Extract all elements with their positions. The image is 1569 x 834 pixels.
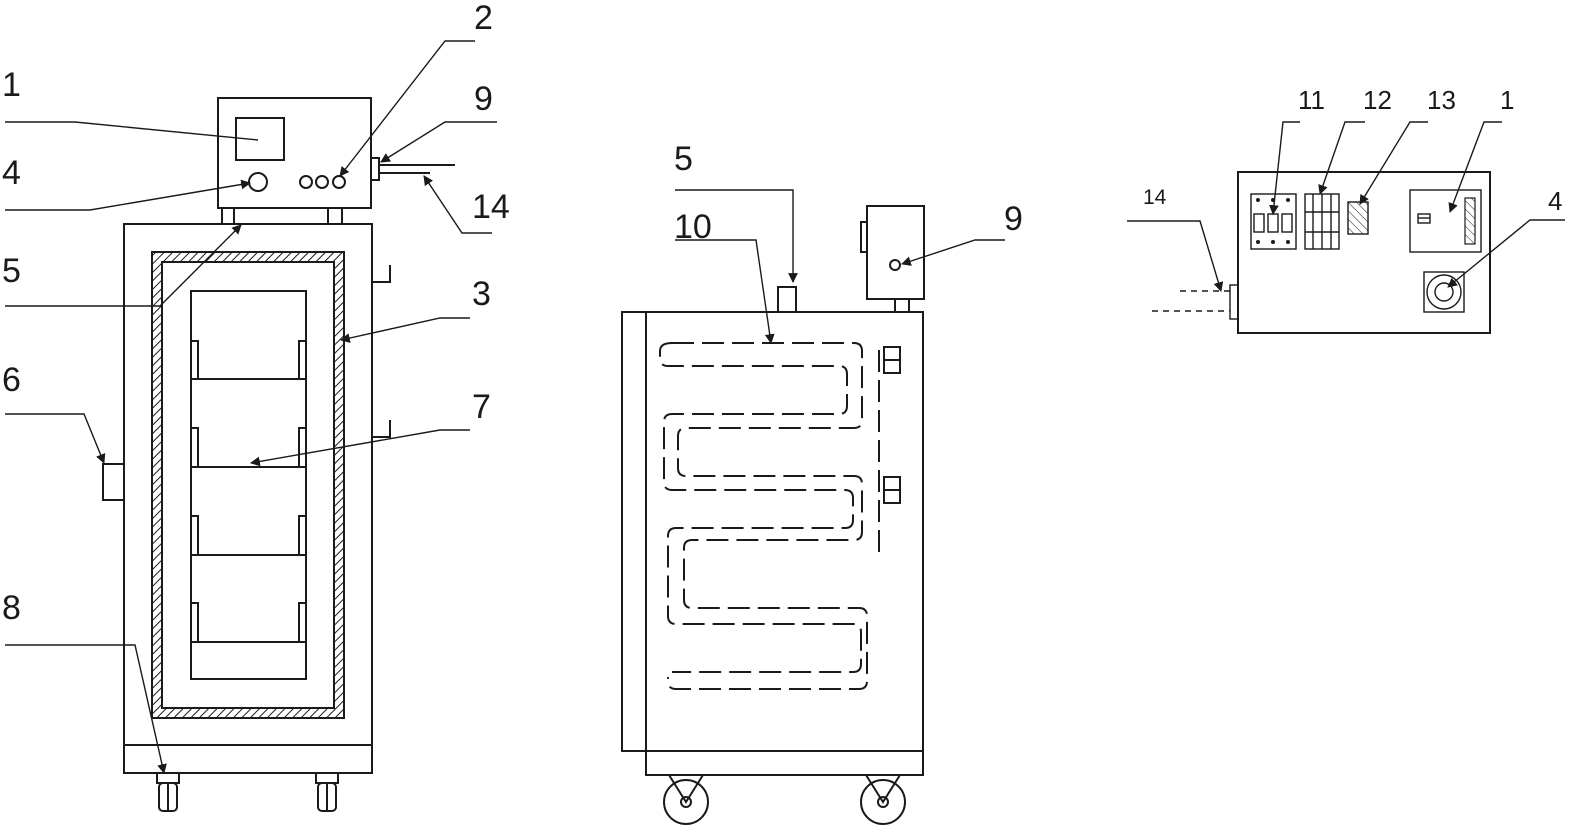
main-knob [248, 172, 268, 192]
label-3: 3 [472, 275, 491, 313]
control-box-side [866, 205, 925, 300]
front-view: 1 2 4 9 14 5 3 6 7 8 [2, 0, 510, 812]
knob-housing [1423, 271, 1465, 313]
cable-gland [1229, 284, 1239, 320]
leader-line [5, 644, 167, 774]
indicator-light [315, 175, 329, 189]
leader-line [5, 413, 106, 464]
hinge [372, 420, 391, 438]
leader-line [1448, 121, 1502, 213]
label-14: 14 [472, 188, 510, 226]
label-13: 13 [1427, 85, 1456, 115]
cable-port [889, 259, 901, 271]
label-5: 5 [674, 140, 693, 178]
cabinet-side [645, 311, 924, 752]
caster-wheel [156, 772, 180, 812]
leader-line [1269, 121, 1300, 215]
leader-line [340, 317, 470, 343]
label-1: 1 [1500, 85, 1514, 115]
leader-line [5, 224, 242, 307]
side-handle [102, 463, 125, 501]
leader-line [380, 121, 497, 163]
caster-wheel [315, 772, 339, 812]
leader-line [339, 40, 475, 177]
leader-line [250, 429, 470, 467]
indicator-light [299, 175, 313, 189]
label-9: 9 [1004, 200, 1023, 238]
label-14: 14 [1143, 186, 1167, 209]
circuit-breaker-group [1250, 193, 1297, 250]
sensor-probe [221, 207, 235, 225]
heating-coil [659, 342, 862, 673]
hinge [372, 265, 391, 283]
leader-line [1447, 219, 1565, 288]
label-11: 11 [1298, 85, 1325, 115]
label-6: 6 [2, 361, 21, 399]
leader-line [1359, 121, 1428, 205]
leader-line [901, 239, 1005, 266]
control-panel-view: 11 12 13 1 14 4 [1127, 85, 1565, 334]
leader-line [5, 179, 251, 211]
insulation-layer [151, 251, 345, 719]
control-box [217, 97, 372, 209]
leader-line [1318, 121, 1365, 195]
label-1: 1 [2, 66, 21, 104]
leader-line [5, 121, 259, 141]
temperature-controller [1409, 189, 1482, 253]
label-10: 10 [674, 208, 712, 246]
caster-wheel [860, 774, 906, 825]
label-8: 8 [2, 589, 21, 627]
label-4: 4 [1548, 186, 1562, 216]
terminal-block [1347, 201, 1369, 235]
rotary-knob [1426, 274, 1462, 310]
leader-line [675, 239, 775, 344]
label-12: 12 [1363, 85, 1392, 115]
side-view: 5 10 9 [621, 140, 1023, 825]
leader-line [675, 189, 798, 283]
door-edge [621, 311, 647, 752]
sensor-probe [777, 286, 797, 313]
caster-wheel [663, 774, 709, 825]
label-4: 4 [2, 154, 21, 192]
display-screen [235, 117, 285, 161]
shelf-rack [190, 290, 307, 680]
cable-connector [370, 157, 380, 181]
heating-coil [667, 342, 868, 690]
label-7: 7 [472, 388, 491, 426]
label-9: 9 [474, 80, 493, 118]
leader-line [1127, 220, 1224, 292]
indicator-light [332, 175, 346, 189]
label-5: 5 [2, 252, 21, 290]
leader-line [423, 175, 492, 234]
label-2: 2 [474, 0, 493, 37]
